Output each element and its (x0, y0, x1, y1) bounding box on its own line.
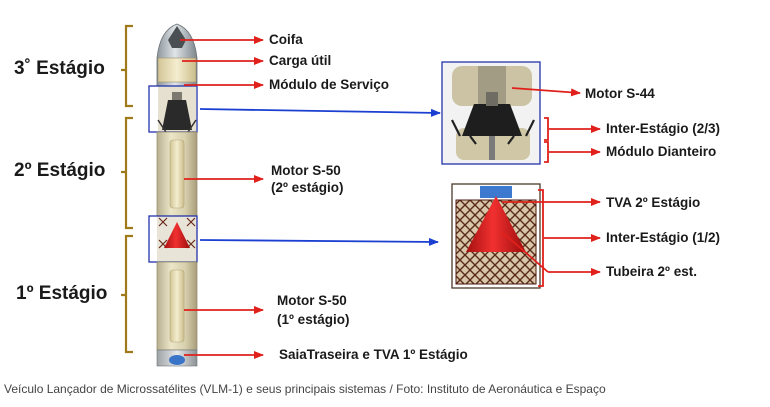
detail-interstage (451, 183, 541, 289)
rocket (148, 23, 198, 367)
label-motor-s50-2: Motor S-50 (271, 163, 341, 178)
label-saia-traseira: SaiaTraseira e TVA 1º Estágio (279, 347, 468, 362)
payload-section (157, 57, 197, 83)
arrow-tubeira (501, 231, 549, 273)
nose-tip-highlight (168, 26, 186, 48)
label-modulo-dianteiro: Módulo Dianteiro (606, 144, 717, 159)
label-coifa: Coifa (269, 32, 303, 47)
label-tubeira: Tubeira 2º est. (606, 264, 697, 279)
detail-s44-frame (441, 61, 541, 165)
label-carga-util: Carga útil (269, 53, 332, 68)
label-inter-23: Inter-Estágio (2/3) (606, 121, 721, 136)
bracket-modulo-dianteiro (544, 141, 549, 163)
zoom-arrow-lower (199, 237, 439, 246)
zoom-arrow-upper (199, 108, 441, 117)
label-inter-12: Inter-Estágio (1/2) (606, 230, 721, 245)
bracket-second-stage (121, 116, 133, 230)
label-motor-s50-1-sub: (1º estágio) (277, 312, 350, 327)
detail-interstage-frame (451, 183, 541, 289)
bracket-third-stage (121, 24, 133, 108)
label-motor-s50-2-sub: (2º estágio) (271, 180, 344, 195)
arrow-motor-s44 (511, 87, 581, 97)
rocket-arrows (180, 36, 264, 359)
figure-caption: Veículo Lançador de Microssatélites (VLM… (4, 382, 606, 396)
label-motor-s50-1: Motor S-50 (277, 293, 347, 308)
label-tva2: TVA 2º Estágio (606, 195, 701, 210)
label-motor-s44: Motor S-44 (585, 86, 655, 101)
detail-brackets (538, 117, 549, 287)
bracket-inter-23 (544, 117, 549, 141)
label-modulo-servico: Módulo de Serviço (269, 77, 390, 92)
stage-label-second: 2º Estágio (14, 160, 106, 181)
stage-label-third: 3˚ Estágio (14, 58, 105, 79)
bracket-inter-12 (538, 189, 544, 287)
bracket-first-stage (121, 234, 133, 354)
detail-s44 (441, 61, 541, 165)
stage-label-first: 1º Estágio (16, 283, 108, 304)
stage-brackets (121, 24, 133, 354)
detail-arrows (501, 87, 601, 276)
